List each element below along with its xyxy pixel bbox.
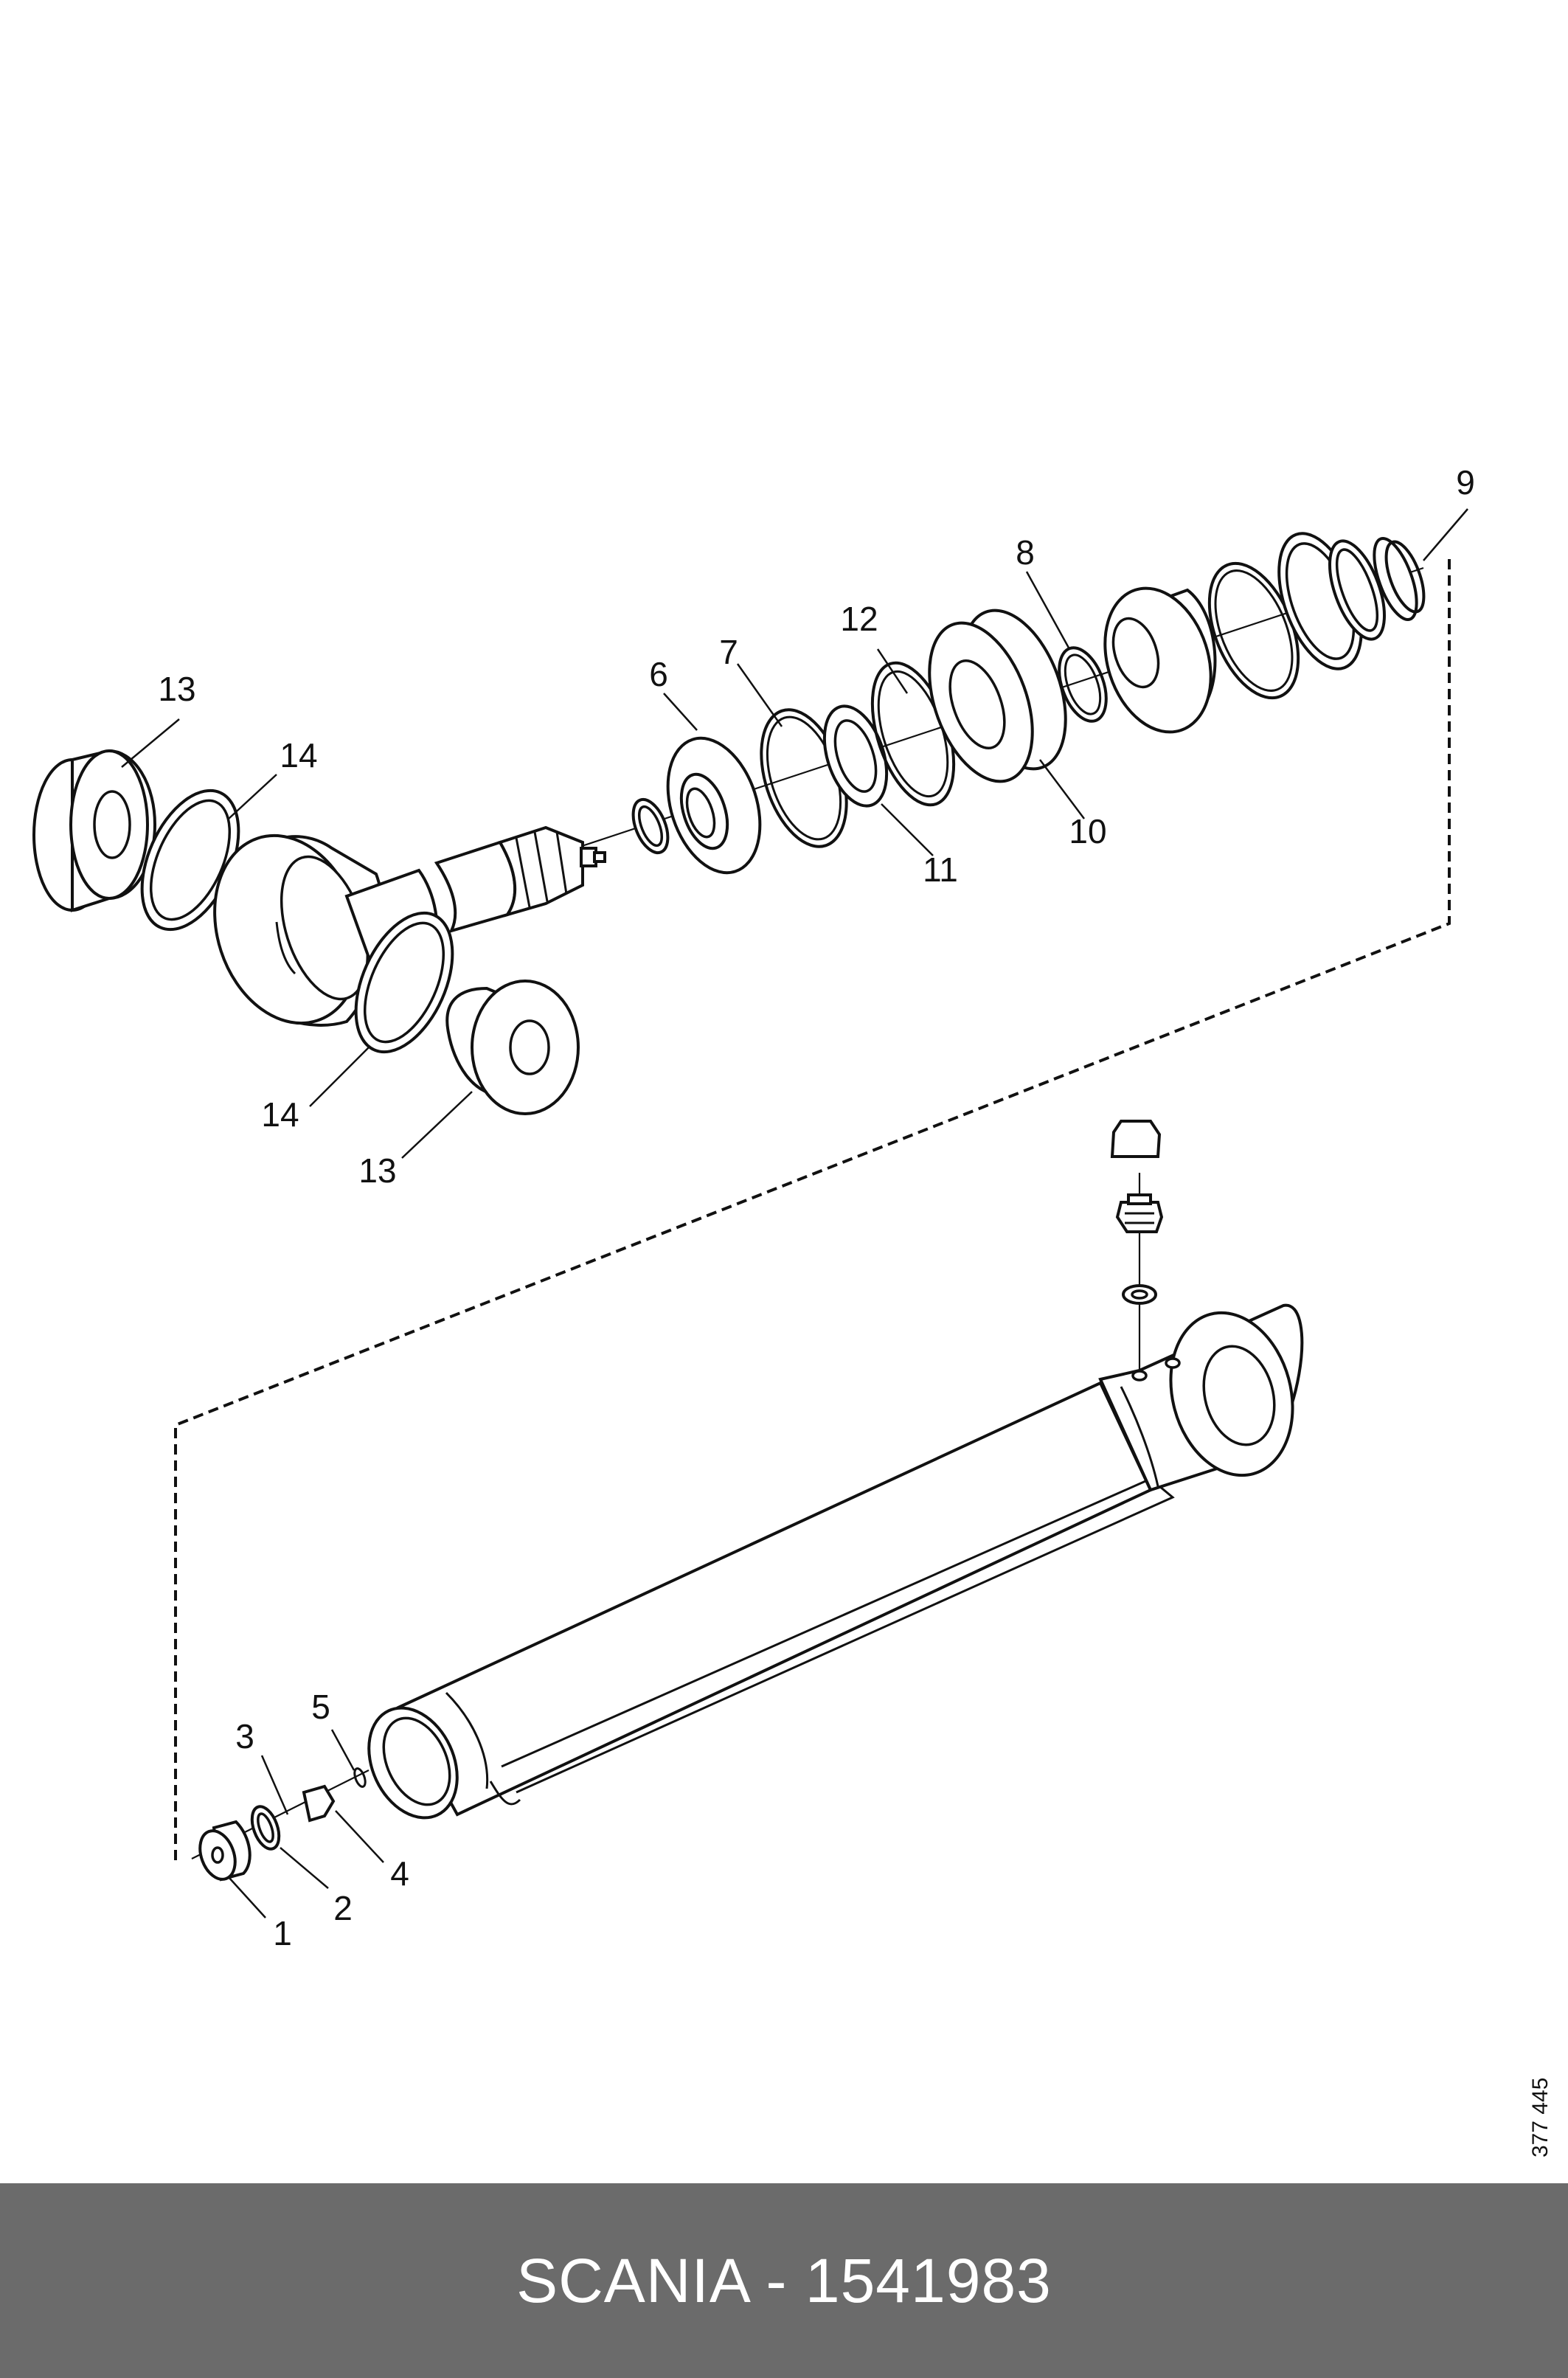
label-2: 2 [333,1889,353,1927]
exploded-diagram: 13 14 6 7 12 8 9 10 11 14 13 5 3 4 2 1 3… [32,463,1553,2157]
label-5: 5 [311,1688,330,1726]
part-10-piston [928,609,1067,783]
cylinder-tube [367,1303,1304,1820]
part-11 [822,704,889,808]
label-13-upper: 13 [158,670,195,708]
label-13-lower: 13 [358,1151,396,1190]
label-14-upper: 14 [280,736,317,774]
label-1: 1 [273,1914,292,1952]
drawing-number: 377 445 [1528,2078,1553,2157]
part-13-upper-bush [32,749,156,912]
piston-rod-assembly [32,532,1426,1115]
part-6 [666,736,762,875]
label-3: 3 [235,1717,254,1755]
label-7: 7 [719,633,738,671]
part-13-lower-bush [445,980,580,1115]
rod-eye [213,833,385,1027]
label-10: 10 [1069,812,1106,850]
label-6: 6 [649,655,668,693]
grease-nipple-assembly [1110,1120,1164,1372]
label-14-lower: 14 [261,1095,299,1134]
label-4: 4 [390,1854,409,1893]
part-14-upper-ring [140,788,240,932]
label-12: 12 [840,600,878,638]
assembly-dashed-line [174,559,1451,1865]
callout-labels: 13 14 6 7 12 8 9 10 11 14 13 5 3 4 2 1 [158,463,1474,1952]
footer-title: SCANIA - 1541983 [516,2245,1052,2315]
bleed-screw-parts [191,1767,370,1882]
guide-nut [1103,586,1217,734]
label-11: 11 [923,850,958,889]
footer-bar: SCANIA - 1541983 [0,2183,1568,2378]
label-8: 8 [1016,533,1035,572]
part-9 [1373,536,1426,622]
label-9: 9 [1456,463,1475,502]
leader-lines [121,508,1468,1918]
part-14-lower-ring [354,911,454,1054]
